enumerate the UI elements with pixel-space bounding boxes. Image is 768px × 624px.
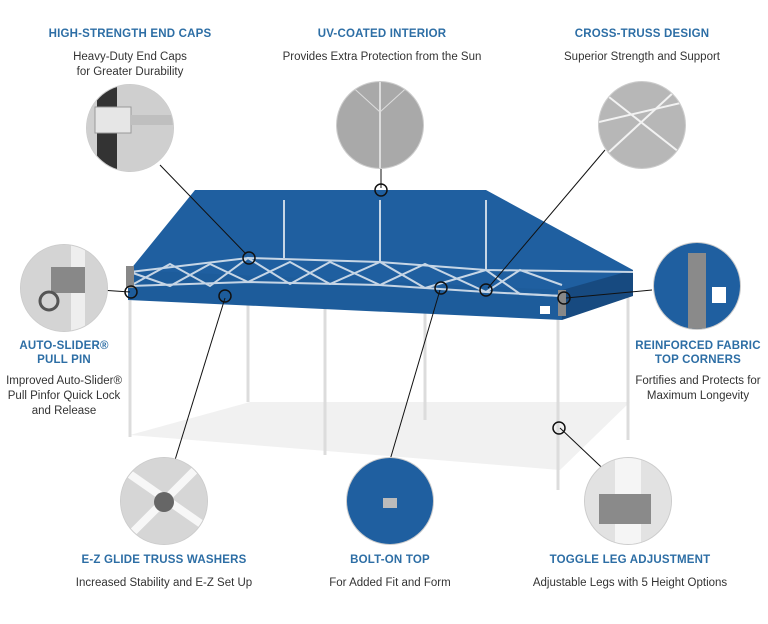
markers [124, 183, 571, 435]
end-caps-detail-image [87, 85, 173, 171]
title-line: PULL PIN [37, 354, 91, 366]
desc-line: Provides Extra Protection from the Sun [282, 51, 482, 63]
title-line: AUTO-SLIDER® [19, 340, 109, 352]
uv-interior-detail-image [337, 82, 423, 168]
desc-line: Improved Auto-Slider® [6, 375, 122, 387]
feature-title: AUTO-SLIDER® PULL PIN [0, 339, 128, 367]
desc-line: for Greater Durability [76, 66, 184, 78]
desc-line: Adjustable Legs with 5 Height Options [532, 577, 728, 589]
fabric-corners-detail-image [654, 243, 740, 329]
corner-cap [126, 266, 134, 288]
feature-end-caps: HIGH-STRENGTH END CAPS Heavy-Duty End Ca… [40, 27, 220, 80]
feature-description: Provides Extra Protection from the Sun [272, 50, 492, 65]
desc-line: Superior Strength and Support [564, 51, 720, 63]
truss-washers-detail-image [121, 458, 207, 544]
feature-title: E-Z GLIDE TRUSS WASHERS [81, 554, 247, 566]
feature-description: Fortifies and Protects for Maximum Longe… [630, 374, 766, 404]
title-line: REINFORCED FABRIC [635, 340, 761, 352]
truss-frame [129, 200, 634, 297]
feature-description: Heavy-Duty End Caps for Greater Durabili… [40, 50, 220, 80]
feature-description: For Added Fit and Form [300, 576, 480, 591]
feature-title: CROSS-TRUSS DESIGN [574, 28, 710, 40]
feature-auto-slider: AUTO-SLIDER® PULL PIN Improved Auto-Slid… [0, 339, 128, 419]
feature-description: Adjustable Legs with 5 Height Options [522, 576, 738, 591]
feature-toggle-leg: TOGGLE LEG ADJUSTMENT Adjustable Legs wi… [522, 553, 738, 591]
feature-title: UV-COATED INTERIOR [317, 28, 447, 40]
bolt-on-top-detail-image [347, 458, 433, 544]
feature-description: Superior Strength and Support [552, 50, 732, 65]
auto-slider-detail-image [21, 245, 107, 331]
feature-truss-washers: E-Z GLIDE TRUSS WASHERS Increased Stabil… [54, 553, 274, 591]
desc-line: and Release [31, 405, 97, 417]
feature-description: Increased Stability and E-Z Set Up [54, 576, 274, 591]
desc-line: For Added Fit and Form [329, 577, 451, 589]
feature-title: BOLT-ON TOP [350, 554, 430, 566]
toggle-leg-detail-image [585, 458, 671, 544]
desc-line: Heavy-Duty End Caps [73, 51, 187, 63]
feature-uv-interior: UV-COATED INTERIOR Provides Extra Protec… [272, 27, 492, 65]
desc-line: Pull Pinfor Quick Lock [7, 390, 121, 402]
feature-title: REINFORCED FABRIC TOP CORNERS [630, 339, 766, 367]
desc-line: Increased Stability and E-Z Set Up [75, 577, 253, 589]
desc-line: Maximum Longevity [646, 390, 750, 402]
cross-truss-detail-image [599, 82, 685, 168]
feature-title: HIGH-STRENGTH END CAPS [48, 28, 212, 40]
logo-badge [540, 306, 550, 314]
title-line: TOP CORNERS [654, 354, 742, 366]
feature-fabric-corners: REINFORCED FABRIC TOP CORNERS Fortifies … [630, 339, 766, 404]
ground-shadow [130, 402, 630, 470]
feature-description: Improved Auto-Slider® Pull Pinfor Quick … [0, 374, 128, 419]
feature-title: TOGGLE LEG ADJUSTMENT [549, 554, 711, 566]
feature-bolt-on-top: BOLT-ON TOP For Added Fit and Form [300, 553, 480, 591]
desc-line: Fortifies and Protects for [635, 375, 761, 387]
feature-cross-truss: CROSS-TRUSS DESIGN Superior Strength and… [552, 27, 732, 65]
